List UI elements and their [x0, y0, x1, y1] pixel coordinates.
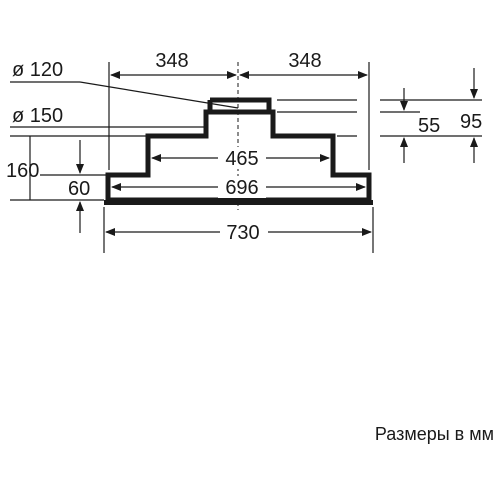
- diameter-120-label: ø 120: [12, 59, 63, 81]
- height-60-label: 60: [68, 178, 90, 200]
- width-465-label: 465: [225, 148, 258, 170]
- height-160-label: 160: [6, 160, 39, 182]
- right-height-dimensions: [277, 68, 482, 163]
- diameter-150-label: ø 150: [12, 105, 63, 127]
- left-height-dimensions: [10, 135, 148, 233]
- width-696-label: 696: [225, 177, 258, 199]
- height-95-label: 95: [460, 111, 482, 133]
- height-55-label: 55: [418, 115, 440, 137]
- diameter-leaders: [10, 81, 239, 128]
- units-caption: Размеры в мм: [374, 424, 494, 444]
- width-730-label: 730: [226, 222, 259, 244]
- top-dimension-lines: [108, 62, 370, 170]
- width-348-right-label: 348: [288, 50, 321, 72]
- width-348-left-label: 348: [155, 50, 188, 72]
